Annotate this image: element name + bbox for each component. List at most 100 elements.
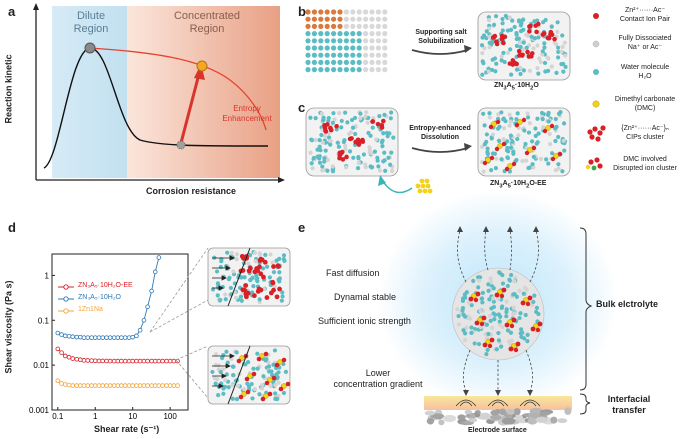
cip-particle — [251, 371, 257, 377]
solvent-particle — [352, 115, 358, 121]
solvent-particle — [495, 126, 501, 131]
solvent-particle — [264, 264, 270, 269]
solvent-particle — [485, 335, 490, 341]
solvent-particle — [506, 149, 511, 154]
solvent-particle — [486, 331, 491, 337]
solvent-particle — [523, 141, 528, 147]
solvent-particle — [215, 293, 220, 298]
grid-particle — [337, 16, 343, 22]
e-bulk-label: Bulk elctrolyte — [596, 299, 659, 309]
electrode-rock — [464, 409, 473, 415]
solvent-particle — [216, 393, 221, 398]
solvent-particle — [499, 58, 504, 63]
solvent-particle — [532, 36, 538, 41]
solvent-particle — [356, 160, 361, 166]
solvent-particle — [495, 116, 501, 122]
solvent-particle — [220, 355, 225, 361]
grid-particle — [311, 59, 317, 65]
cip-particle — [537, 321, 543, 327]
solvent-particle — [242, 275, 247, 280]
conc-low-dot — [176, 140, 186, 150]
dmc-particle — [259, 353, 265, 359]
solvent-particle — [522, 336, 527, 341]
solvent-particle — [456, 322, 462, 327]
solvent-particle — [562, 148, 567, 153]
cip-particle — [535, 327, 541, 333]
solvent-particle — [274, 372, 279, 377]
series-point-0 — [62, 353, 68, 359]
cip-particle — [516, 48, 522, 54]
solvent-particle — [252, 386, 258, 392]
solvent-particle — [547, 141, 553, 147]
solvent-particle — [485, 146, 490, 151]
solvent-particle — [514, 43, 520, 48]
solvent-particle — [274, 258, 279, 263]
electrode-rock — [564, 407, 572, 415]
grid-particle — [337, 52, 343, 58]
solvent-particle — [534, 305, 540, 310]
grid-particle — [356, 9, 362, 15]
solvent-particle — [493, 14, 499, 19]
cip-particle — [487, 343, 493, 349]
cip-particle — [244, 294, 249, 300]
solvent-particle — [490, 132, 496, 137]
dmc-particle — [477, 317, 483, 323]
solvent-particle — [544, 157, 549, 162]
solvent-particle — [507, 277, 512, 282]
solvent-particle — [549, 64, 554, 69]
dmc-particle — [471, 293, 477, 299]
solvent-particle — [501, 137, 506, 142]
cip-particle — [515, 341, 521, 347]
solvent-particle — [511, 305, 516, 310]
solvent-particle — [276, 380, 281, 385]
solvent-particle — [501, 126, 507, 131]
solvent-particle — [462, 331, 468, 336]
cip-particle — [529, 54, 534, 59]
grid-particle — [375, 67, 381, 73]
solvent-particle — [388, 162, 393, 167]
cip-particle — [238, 394, 244, 400]
solvent-particle — [518, 327, 524, 332]
solvent-particle — [516, 18, 522, 23]
solvent-particle — [308, 150, 313, 155]
solvent-particle — [257, 392, 262, 397]
cip-particle — [495, 119, 501, 125]
cip-particle — [531, 145, 537, 151]
salt-grid — [305, 9, 388, 73]
solvent-particle — [462, 314, 468, 319]
solvent-particle — [550, 151, 555, 156]
cip-particle — [490, 35, 496, 40]
cip-particle — [514, 122, 520, 128]
solvent-particle — [252, 250, 258, 255]
solvent-particle — [496, 296, 501, 301]
solvent-particle — [517, 288, 522, 293]
cip-particle — [527, 24, 532, 29]
solvent-particle — [264, 357, 269, 362]
solvent-particle — [223, 378, 228, 383]
solvent-particle — [547, 131, 552, 136]
solvent-particle — [487, 313, 492, 318]
solvent-particle — [326, 118, 331, 123]
solvent-particle — [501, 50, 506, 56]
solvent-particle — [355, 166, 361, 171]
solvent-particle — [510, 139, 515, 144]
solvent-particle — [266, 364, 272, 369]
solvent-particle — [273, 391, 278, 396]
grid-particle — [350, 16, 356, 22]
solvent-particle — [507, 112, 512, 117]
solvent-particle — [382, 112, 387, 117]
solvent-particle — [380, 144, 385, 149]
solvent-particle — [561, 138, 566, 143]
grid-particle — [350, 38, 356, 44]
solvent-particle — [356, 156, 361, 161]
solvent-particle — [525, 332, 530, 337]
panel-letter-d: d — [8, 220, 16, 235]
x-tick-label: 100 — [163, 412, 177, 421]
grid-particle — [305, 23, 311, 29]
cip-particle — [381, 118, 386, 124]
solvent-particle — [521, 40, 526, 45]
solvent-particle — [496, 338, 502, 343]
solvent-particle — [245, 381, 250, 386]
interfacial-brace — [579, 393, 591, 415]
grid-particle — [382, 38, 388, 44]
